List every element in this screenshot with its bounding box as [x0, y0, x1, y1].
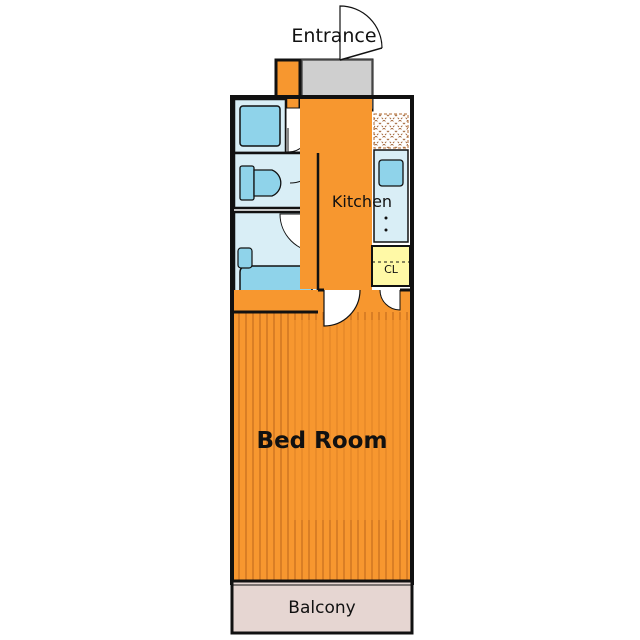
kitchen-counter — [373, 113, 409, 243]
entrance-area — [274, 5, 383, 112]
toilet-bowl-icon — [253, 169, 282, 197]
entrance-door-swing — [339, 5, 383, 60]
closet: CL — [371, 245, 411, 287]
balcony — [230, 579, 414, 635]
closet-door-swing — [379, 289, 401, 311]
closet-label: CL — [384, 263, 399, 276]
fridge-space — [373, 113, 409, 149]
corridor — [300, 99, 372, 290]
washbasin-icon — [239, 105, 281, 147]
stove-burner-icon — [384, 216, 388, 220]
entrance-door — [339, 47, 383, 61]
balcony-label: Balcony — [288, 598, 355, 618]
bedroom-label: Bed Room — [257, 428, 388, 454]
kitchen-sink-icon — [378, 159, 404, 187]
entrance-label: Entrance — [291, 25, 376, 47]
toilet-tank-icon — [239, 165, 255, 201]
bedroom — [234, 288, 410, 581]
bedroom-door-swing — [323, 289, 361, 327]
kitchen-label: Kitchen — [332, 192, 392, 211]
bath-sink-icon — [237, 247, 253, 269]
